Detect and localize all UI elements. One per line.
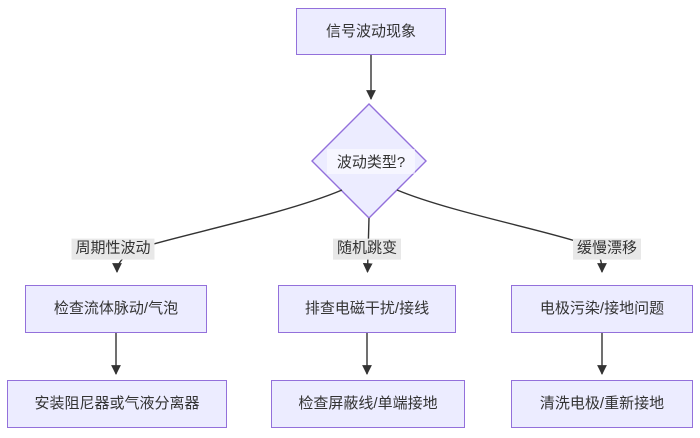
node-step-periodic: 检查流体脉动/气泡 [25, 285, 207, 333]
node-step-random: 排查电磁干扰/接线 [278, 285, 456, 333]
node-step-drift: 电极污染/接地问题 [511, 285, 693, 333]
node-action-periodic: 安装阻尼器或气液分离器 [7, 380, 227, 428]
node-decision-label: 波动类型? [327, 149, 415, 174]
edge-label-drift: 缓慢漂移 [572, 238, 642, 260]
edge-decision-to-branch3 [396, 189, 607, 273]
edge-label-random: 随机跳变 [332, 238, 402, 260]
node-start: 信号波动现象 [296, 8, 446, 55]
edge-decision-to-branch1 [112, 189, 343, 273]
node-action-drift: 清洗电极/重新接地 [511, 380, 693, 428]
edge-label-periodic: 周期性波动 [71, 238, 155, 260]
node-action-random: 检查屏蔽线/单端接地 [271, 380, 465, 428]
